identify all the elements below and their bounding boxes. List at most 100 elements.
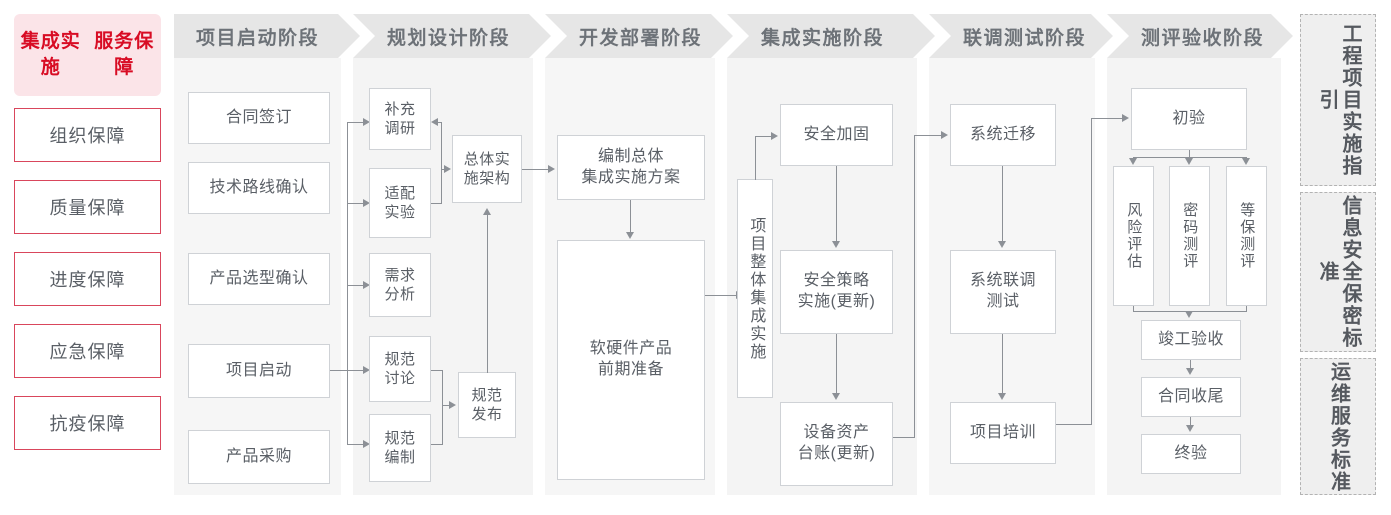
node-preliminary-acceptance[interactable]: 初验 xyxy=(1131,88,1247,150)
node-overall-architecture[interactable]: 总体实施架构 xyxy=(452,135,522,203)
guarantee-item-epidemic[interactable]: 抗疫保障 xyxy=(14,396,161,450)
connector-trunk-branch-3 xyxy=(347,285,364,287)
standard-panel-operations[interactable]: 运维服务标准 xyxy=(1300,358,1376,495)
phase-header-4[interactable]: 集成实施阶段 xyxy=(727,14,935,58)
connector-trunk-branch-2 xyxy=(347,203,364,205)
arrowhead-to-hw-sw-prep xyxy=(625,232,634,239)
node-crypto-evaluation[interactable]: 密码测评 xyxy=(1169,166,1210,306)
phase-header-3[interactable]: 开发部署阶段 xyxy=(545,14,733,58)
node-security-hardening[interactable]: 安全加固 xyxy=(780,104,893,166)
node-overall-integration-plan[interactable]: 编制总体集成实施方案 xyxy=(557,135,705,200)
connector-bracket-to-architecture xyxy=(441,169,445,171)
arrowhead-to-spec-drafting xyxy=(363,439,370,448)
node-asset-ledger[interactable]: 设备资产台账(更新) xyxy=(780,402,893,486)
guarantee-title-line2: 服务保障 xyxy=(94,31,155,78)
connector-plan-to-prep xyxy=(630,200,632,233)
arrowhead-to-crypto-evaluation xyxy=(1185,158,1193,165)
node-contract-signing[interactable]: 合同签订 xyxy=(188,92,330,144)
node-tech-route-confirm[interactable]: 技术路线确认 xyxy=(188,162,330,214)
connector-preacceptance-down xyxy=(1189,150,1191,158)
connector-ledger-to-migration xyxy=(914,135,942,137)
standard-panel-security[interactable]: 信息安全保密标准 xyxy=(1300,192,1376,352)
connector-bracket-lower xyxy=(442,370,444,444)
node-product-select[interactable]: 产品选型确认 xyxy=(188,253,330,305)
arrowhead-to-requirement-analysis xyxy=(363,280,370,289)
standard-label: 信息安全保密标准 xyxy=(1316,195,1361,349)
node-project-kickoff[interactable]: 项目启动 xyxy=(188,344,330,398)
connector-eval-right-down xyxy=(1246,306,1248,312)
phase-header-6[interactable]: 测评验收阶段 xyxy=(1107,14,1293,58)
node-spec-drafting[interactable]: 规范编制 xyxy=(369,414,431,482)
connector-kickoff-to-trunk xyxy=(330,370,348,372)
connector-trunk-branch-4 xyxy=(347,370,364,372)
arrowhead-to-project-training xyxy=(997,393,1006,400)
connector-closure-to-final xyxy=(1190,417,1192,425)
connector-eval-left-down xyxy=(1133,306,1135,312)
guarantee-item-organization[interactable]: 组织保障 xyxy=(14,108,161,162)
node-risk-assessment[interactable]: 风险评估 xyxy=(1113,166,1154,306)
connector-jointtest-to-training xyxy=(1002,334,1004,394)
node-spec-release[interactable]: 规范发布 xyxy=(458,372,516,438)
arrowhead-to-supplementary-research xyxy=(363,117,370,126)
guarantee-item-schedule[interactable]: 进度保障 xyxy=(14,252,161,306)
connector-integration-up xyxy=(755,136,757,180)
arrowhead-to-security-policy xyxy=(831,241,840,248)
guarantee-item-label: 质量保障 xyxy=(49,198,126,218)
standard-label: 运维服务标准 xyxy=(1327,360,1350,493)
connector-architecture-to-plan xyxy=(522,169,549,171)
arrowhead-to-system-migration xyxy=(941,130,948,139)
connector-migration-to-jointtest xyxy=(1002,166,1004,242)
arrowhead-to-final-acceptance xyxy=(1185,425,1194,432)
node-product-purchase[interactable]: 产品采购 xyxy=(188,430,330,484)
node-system-migration[interactable]: 系统迁移 xyxy=(950,104,1056,166)
connector-ledger-up xyxy=(914,135,916,438)
connector-completion-to-closure xyxy=(1190,360,1192,368)
connector-prep-to-integration xyxy=(705,295,737,297)
connector-bracket-lower-out xyxy=(442,405,450,407)
connector-training-up xyxy=(1091,118,1093,425)
connector-bracket-upper xyxy=(441,122,443,204)
node-project-overall-integration[interactable]: 项目整体集成实施 xyxy=(737,179,773,398)
node-project-training[interactable]: 项目培训 xyxy=(950,402,1056,464)
connector-bracket-lower-top xyxy=(431,370,443,372)
standard-label: 工程项目实施指引 xyxy=(1316,23,1361,177)
connector-training-right xyxy=(1056,424,1092,426)
phase-header-2[interactable]: 规划设计阶段 xyxy=(353,14,551,58)
node-supplementary-research[interactable]: 补充调研 xyxy=(369,88,431,150)
guarantee-item-emergency[interactable]: 应急保障 xyxy=(14,324,161,378)
connector-training-to-preacceptance xyxy=(1091,118,1123,120)
node-hw-sw-preparation[interactable]: 软硬件产品前期准备 xyxy=(557,240,705,480)
phase-header-5[interactable]: 联调测试阶段 xyxy=(929,14,1113,58)
arrowhead-to-spec-discussion xyxy=(363,365,370,374)
connector-bracket-upper-top xyxy=(438,122,442,124)
node-requirement-analysis[interactable]: 需求分析 xyxy=(369,253,431,317)
arrowhead-bracket-upper-left xyxy=(431,117,438,126)
node-system-joint-test[interactable]: 系统联调测试 xyxy=(950,250,1056,334)
arrowhead-release-to-architecture xyxy=(482,208,491,215)
arrowhead-to-contract-closure xyxy=(1185,368,1194,375)
node-contract-closure[interactable]: 合同收尾 xyxy=(1141,377,1241,417)
connector-trunk-branch-1 xyxy=(347,122,364,124)
arrowhead-to-completion-acceptance xyxy=(1185,311,1193,318)
arrowhead-to-preliminary-acceptance xyxy=(1122,113,1129,122)
node-adaptation-test[interactable]: 适配实验 xyxy=(369,168,431,238)
node-completion-acceptance[interactable]: 竣工验收 xyxy=(1141,320,1241,360)
node-final-acceptance[interactable]: 终验 xyxy=(1141,434,1241,474)
guarantee-item-label: 组织保障 xyxy=(49,126,126,146)
connector-bracket-lower-bottom xyxy=(431,444,443,446)
connector-trunk-branch-5 xyxy=(347,444,364,446)
connector-policy-to-ledger xyxy=(836,334,838,394)
node-security-policy[interactable]: 安全策略实施(更新) xyxy=(780,250,893,334)
guarantee-item-quality[interactable]: 质量保障 xyxy=(14,180,161,234)
connector-bracket-upper-bottom xyxy=(431,203,442,205)
node-spec-discussion[interactable]: 规范讨论 xyxy=(369,336,431,402)
arrowhead-to-security-hardening xyxy=(771,131,778,140)
node-mlps-evaluation[interactable]: 等保测评 xyxy=(1226,166,1267,306)
arrowhead-to-system-joint-test xyxy=(997,241,1006,248)
arrowhead-to-integration-plan xyxy=(548,164,555,173)
standard-panel-engineering[interactable]: 工程项目实施指引 xyxy=(1300,14,1376,186)
guarantee-item-label: 应急保障 xyxy=(49,342,126,362)
connector-ledger-right xyxy=(893,437,915,439)
phase-header-1[interactable]: 项目启动阶段 xyxy=(174,14,360,58)
